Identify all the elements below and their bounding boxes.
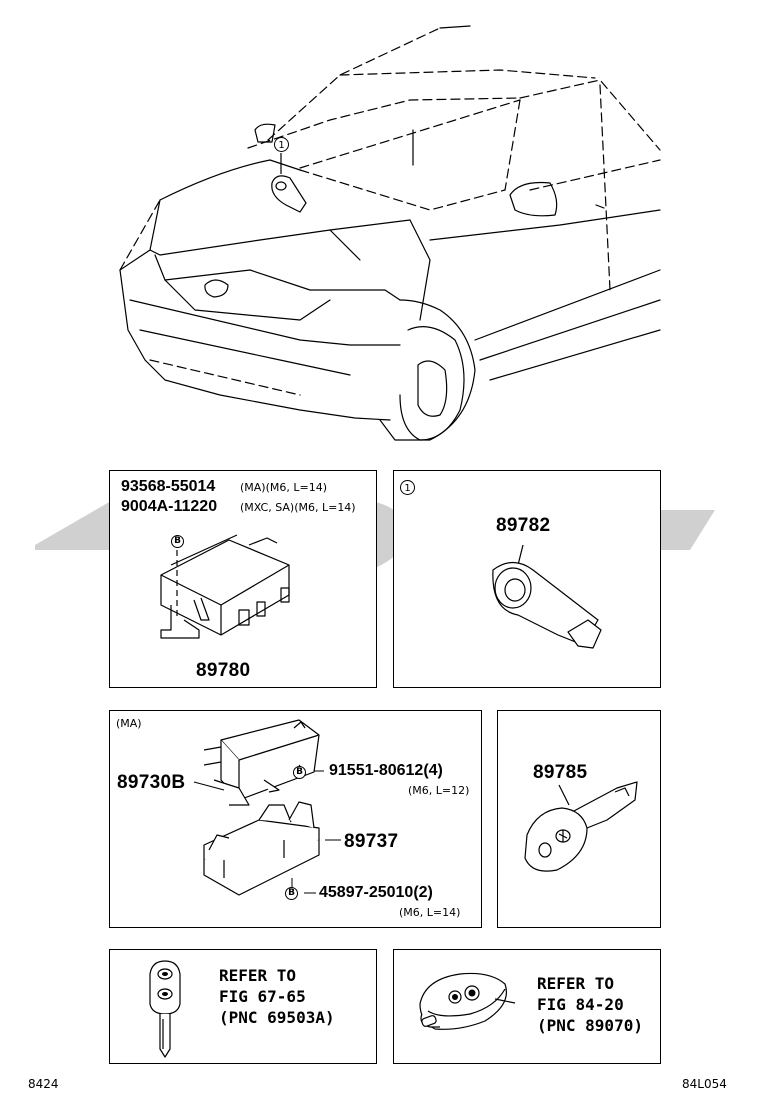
bolt-pn-ma: 93568-55014 xyxy=(121,478,216,495)
ref-text-line2-remote: FIG 84-20 xyxy=(537,995,624,1014)
pn-89780: 89780 xyxy=(196,660,251,681)
callout-1-car: 1 xyxy=(274,137,289,152)
remote-fob-drawing xyxy=(419,972,516,1030)
key-cylinder-drawing xyxy=(492,544,602,649)
bolt-marker-b-1: B xyxy=(293,766,306,779)
ref-text-line1-remote: REFER TO xyxy=(537,974,615,993)
panel-control-module xyxy=(109,470,377,688)
ref-text-line1: REFER TO xyxy=(219,966,297,985)
bolt-spec-ma: (MA)(M6, L=14) xyxy=(240,481,328,494)
callout-1-panel: 1 xyxy=(400,480,415,495)
bolt-marker-b-2: B xyxy=(285,887,298,900)
footer-left-code: 8424 xyxy=(28,1077,59,1091)
pn-89737: 89737 xyxy=(344,831,399,852)
bolt2-spec: (M6, L=14) xyxy=(399,906,461,919)
bolt1-spec: (M6, L=12) xyxy=(408,784,470,797)
master-key-drawing xyxy=(149,960,181,1058)
bolt-pn-mxc: 9004A-11220 xyxy=(121,498,218,515)
control-module-drawing xyxy=(160,534,290,639)
ref-text-line3-remote: (PNC 89070) xyxy=(537,1016,643,1035)
pn-45897: 45897-25010(2) xyxy=(319,884,433,901)
variant-label: (MA) xyxy=(116,717,142,730)
bolt-spec-mxc: (MXC, SA)(M6, L=14) xyxy=(240,501,356,514)
footer-right-code: 84L054 xyxy=(682,1077,727,1091)
pn-91551: 91551-80612(4) xyxy=(329,762,443,779)
ref-text-line2: FIG 67-65 xyxy=(219,987,306,1006)
pn-89785: 89785 xyxy=(533,762,588,783)
vehicle-illustration xyxy=(119,25,661,441)
bolt-marker-b: B xyxy=(171,535,184,548)
bracket-assembly-drawing xyxy=(193,719,341,896)
key-blank-drawing xyxy=(524,781,638,872)
ref-text-line3: (PNC 69503A) xyxy=(219,1008,335,1027)
pn-89730b: 89730B xyxy=(117,772,186,793)
pn-89782: 89782 xyxy=(496,515,551,536)
